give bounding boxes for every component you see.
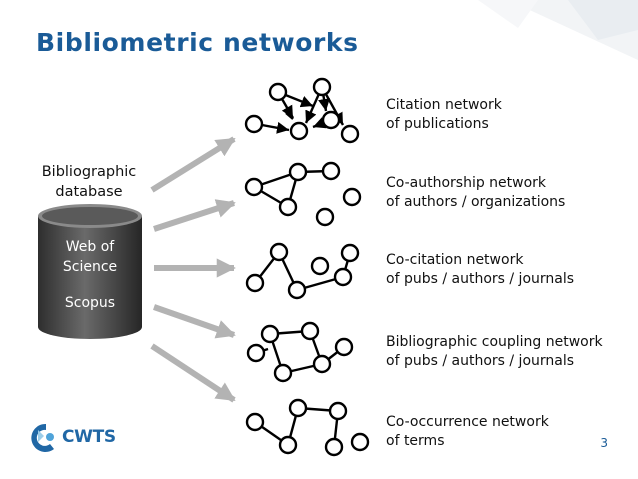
- label-line: Co-citation network: [386, 252, 524, 268]
- coauthorship-node: [321, 161, 341, 181]
- coauthorship-node: [278, 197, 298, 217]
- coupling-node: [246, 343, 266, 363]
- coupling-network-graph: [246, 321, 354, 383]
- arrow-coauthorship: [153, 199, 236, 232]
- cocitation-node: [333, 267, 353, 287]
- citation-node: [312, 77, 332, 97]
- citation-node: [321, 110, 341, 130]
- citation-network-graph: [244, 77, 360, 144]
- source-web-of: Web of: [65, 239, 115, 255]
- cocitation-node: [287, 280, 307, 300]
- cooccurrence-node: [278, 435, 298, 455]
- arrows: [150, 136, 236, 403]
- label-cooccurrence-network: Co-occurrence network of terms: [386, 413, 549, 451]
- citation-node: [244, 114, 264, 134]
- coauthorship-network-graph: [244, 161, 362, 227]
- database-cylinder: [38, 204, 142, 339]
- label-line: of terms: [386, 433, 445, 449]
- label-line: Co-occurrence network: [386, 414, 549, 430]
- cocitation-node: [245, 273, 265, 293]
- cocitation-network-graph: [245, 242, 360, 300]
- database-label-line-2: database: [55, 184, 123, 200]
- coauthorship-node: [288, 162, 308, 182]
- cooccurrence-node: [288, 398, 308, 418]
- database-sources: Web of Science Scopus: [36, 237, 144, 313]
- label-cocitation-network: Co-citation network of pubs / authors / …: [386, 251, 574, 289]
- coauthorship-node: [342, 187, 362, 207]
- source-scopus: Scopus: [64, 295, 116, 311]
- coupling-node: [273, 363, 293, 383]
- cooccurrence-node: [350, 432, 370, 452]
- label-coupling-network: Bibliographic coupling network of pubs /…: [386, 333, 603, 371]
- cwts-logo-icon: [31, 423, 54, 452]
- coauthorship-node: [315, 207, 335, 227]
- database-label: Bibliographic database: [30, 162, 148, 202]
- coauthorship-node: [244, 177, 264, 197]
- arrow-citation: [150, 136, 236, 193]
- citation-node: [268, 82, 288, 102]
- cocitation-node: [310, 256, 330, 276]
- coupling-node: [312, 354, 332, 374]
- arrow-cooccurrence: [150, 343, 236, 403]
- arrow-coupling: [153, 304, 236, 339]
- page-number: 3: [600, 436, 608, 450]
- slide-title: Bibliometric networks: [36, 28, 359, 57]
- source-science: Science: [62, 259, 118, 275]
- label-coauthorship-network: Co-authorship network of authors / organ…: [386, 174, 565, 212]
- citation-node: [289, 121, 309, 141]
- cooccurrence-node: [324, 437, 344, 457]
- label-line: Citation network: [386, 97, 502, 113]
- citation-node: [340, 124, 360, 144]
- database-label-line-1: Bibliographic: [41, 164, 137, 180]
- label-line: Bibliographic coupling network: [386, 334, 603, 350]
- cooccurrence-node: [328, 401, 348, 421]
- cooccurrence-network-graph: [245, 398, 370, 457]
- coupling-node: [300, 321, 320, 341]
- label-line: of pubs / authors / journals: [386, 271, 575, 287]
- cocitation-node: [340, 243, 360, 263]
- label-line: Co-authorship network: [386, 175, 547, 191]
- label-citation-network: Citation network of publications: [386, 96, 502, 134]
- coupling-node: [260, 324, 280, 344]
- label-line: of authors / organizations: [386, 194, 566, 210]
- cocitation-node: [269, 242, 289, 262]
- label-line: of pubs / authors / journals: [386, 353, 575, 369]
- label-line: of publications: [386, 116, 489, 132]
- coupling-node: [334, 337, 354, 357]
- cooccurrence-node: [245, 412, 265, 432]
- logo-text: CWTS: [62, 427, 116, 447]
- corner-decoration: [478, 0, 638, 60]
